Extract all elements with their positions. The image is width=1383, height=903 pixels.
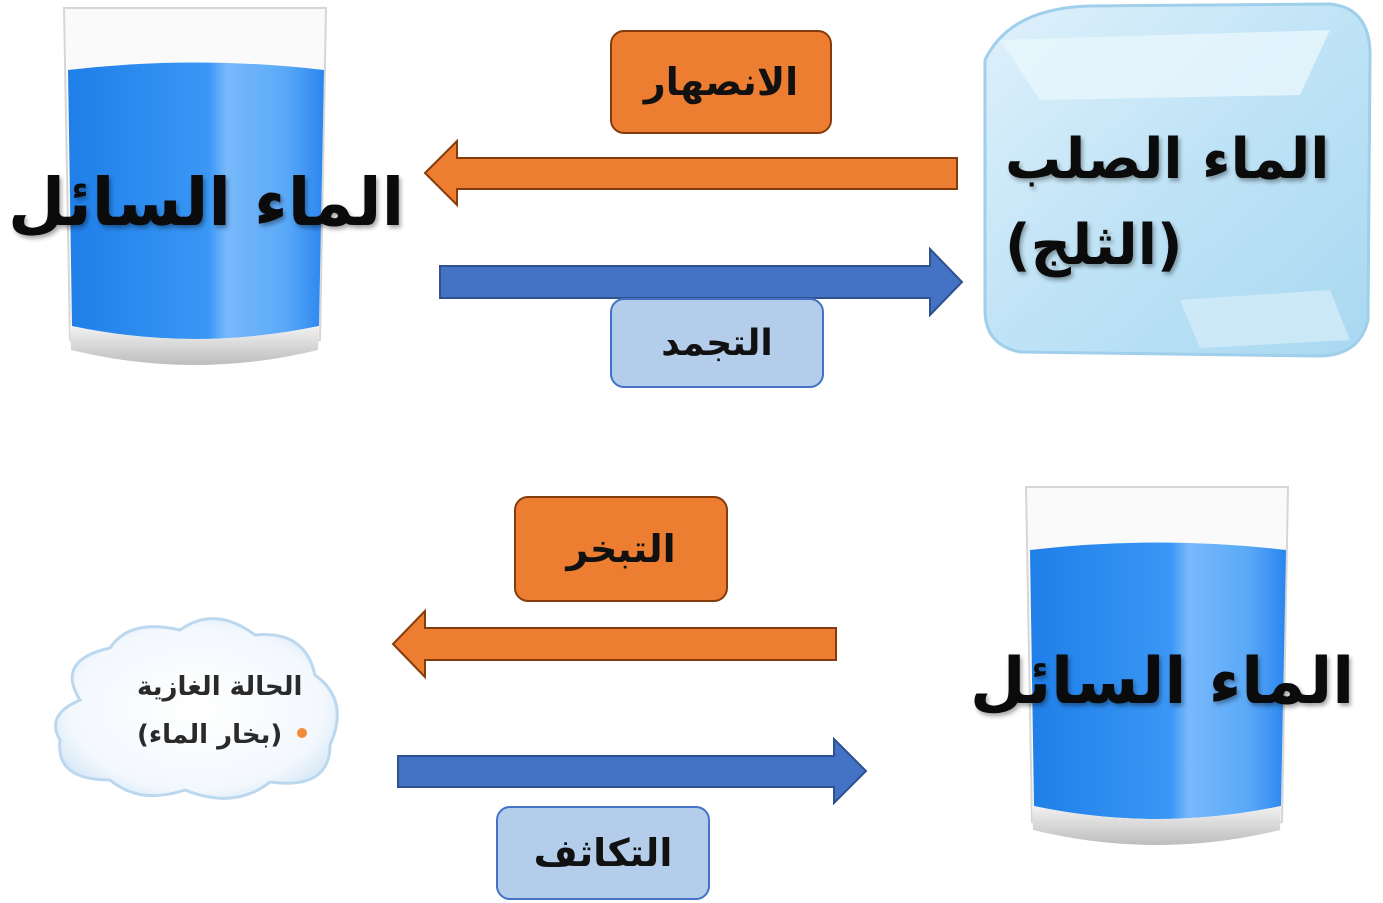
melting-label-box: الانصهار <box>610 30 832 134</box>
evaporation-label-box: التبخر <box>514 496 728 602</box>
freezing-label: التجمد <box>661 322 773 364</box>
condensation-label-box: التكاثف <box>496 806 710 900</box>
gas-label-line1: الحالة الغازية <box>137 672 303 702</box>
liquid-water-label-bottom: الماء السائل <box>970 645 1355 719</box>
gas-label-line2: (بخار الماء) <box>137 720 283 750</box>
glass-top-left-icon <box>62 7 328 365</box>
liquid-water-label-top: الماء السائل <box>8 164 405 241</box>
condensation-arrow <box>397 736 868 806</box>
evaporation-label: التبخر <box>566 527 676 571</box>
evaporation-arrow <box>391 608 837 680</box>
freezing-label-box: التجمد <box>610 298 824 388</box>
glass-bottom-right-icon <box>1024 486 1290 845</box>
ice-cube-icon <box>983 2 1372 358</box>
solid-water-label-line2: (الثلج) <box>1005 213 1183 278</box>
freezing-arrow <box>439 246 964 318</box>
cloud-icon <box>54 617 339 800</box>
solid-water-label-line1: الماء الصلب <box>1005 127 1330 192</box>
condensation-label: التكاثف <box>533 831 673 875</box>
melting-arrow <box>423 138 958 208</box>
melting-label: الانصهار <box>643 60 799 104</box>
